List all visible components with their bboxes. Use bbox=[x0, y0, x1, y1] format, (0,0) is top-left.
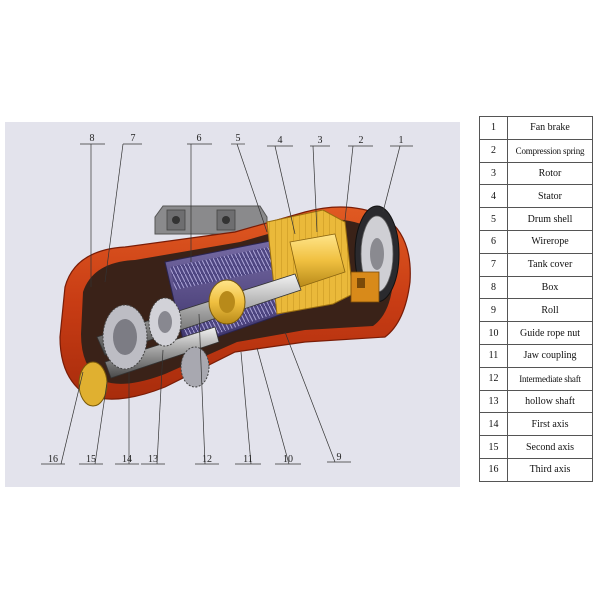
callout-labels: 8 7 6 5 4 3 2 1 16 15 14 13 12 11 10 9 bbox=[48, 133, 404, 465]
mounting-bracket bbox=[154, 205, 268, 235]
part-number: 15 bbox=[479, 435, 508, 459]
part-number: 7 bbox=[479, 252, 508, 277]
part-name: Second axis bbox=[507, 435, 593, 459]
hoist-cutaway-diagram: 8 7 6 5 4 3 2 1 16 15 14 13 12 11 10 9 bbox=[5, 122, 460, 487]
part-number: 1 bbox=[479, 116, 508, 140]
part-name: Rotor bbox=[507, 161, 593, 186]
callout-7: 7 bbox=[131, 133, 136, 144]
callout-1: 1 bbox=[399, 135, 404, 146]
part-number: 16 bbox=[479, 457, 508, 482]
part-name: Intermediate shaft bbox=[507, 366, 593, 391]
part-name: Fan brake bbox=[507, 116, 593, 140]
part-name: First axis bbox=[507, 412, 593, 437]
callout-16: 16 bbox=[48, 454, 58, 465]
callout-9: 9 bbox=[337, 452, 342, 463]
part-number: 2 bbox=[479, 138, 508, 163]
part-name: hollow shaft bbox=[507, 389, 593, 414]
callout-10: 10 bbox=[283, 454, 293, 465]
callout-12: 12 bbox=[202, 454, 212, 465]
callout-8: 8 bbox=[90, 133, 95, 144]
gear-train bbox=[78, 297, 210, 407]
part-number: 5 bbox=[479, 207, 508, 231]
part-name: Guide rope nut bbox=[507, 321, 593, 345]
callout-2: 2 bbox=[359, 135, 364, 146]
part-name: Third axis bbox=[507, 457, 593, 482]
callout-13: 13 bbox=[148, 454, 158, 465]
callout-4: 4 bbox=[278, 135, 283, 146]
part-name: Tank cover bbox=[507, 252, 593, 277]
callout-15: 15 bbox=[86, 454, 96, 465]
part-name: Compression spring bbox=[507, 138, 593, 163]
part-name: Roll bbox=[507, 298, 593, 323]
part-number: 9 bbox=[479, 298, 508, 323]
part-number: 12 bbox=[479, 366, 508, 391]
part-name: Wirerope bbox=[507, 229, 593, 254]
fan-brake-cap bbox=[350, 205, 400, 303]
callout-5: 5 bbox=[236, 133, 241, 144]
callout-11: 11 bbox=[243, 454, 253, 465]
callout-3: 3 bbox=[318, 135, 323, 146]
part-number: 13 bbox=[479, 389, 508, 414]
callout-6: 6 bbox=[197, 133, 202, 144]
part-name: Box bbox=[507, 275, 593, 300]
motor-stator-rotor bbox=[266, 209, 354, 315]
leader-lines bbox=[41, 143, 413, 465]
part-number: 3 bbox=[479, 161, 508, 186]
part-name: Stator bbox=[507, 184, 593, 209]
part-name: Jaw coupling bbox=[507, 343, 593, 368]
part-number: 8 bbox=[479, 275, 508, 300]
part-number: 11 bbox=[479, 343, 508, 368]
part-number: 4 bbox=[479, 184, 508, 209]
part-number: 10 bbox=[479, 321, 508, 345]
part-number: 14 bbox=[479, 412, 508, 437]
part-number: 6 bbox=[479, 229, 508, 254]
jaw-coupling bbox=[208, 279, 246, 325]
callout-14: 14 bbox=[122, 454, 132, 465]
part-name: Drum shell bbox=[507, 207, 593, 231]
